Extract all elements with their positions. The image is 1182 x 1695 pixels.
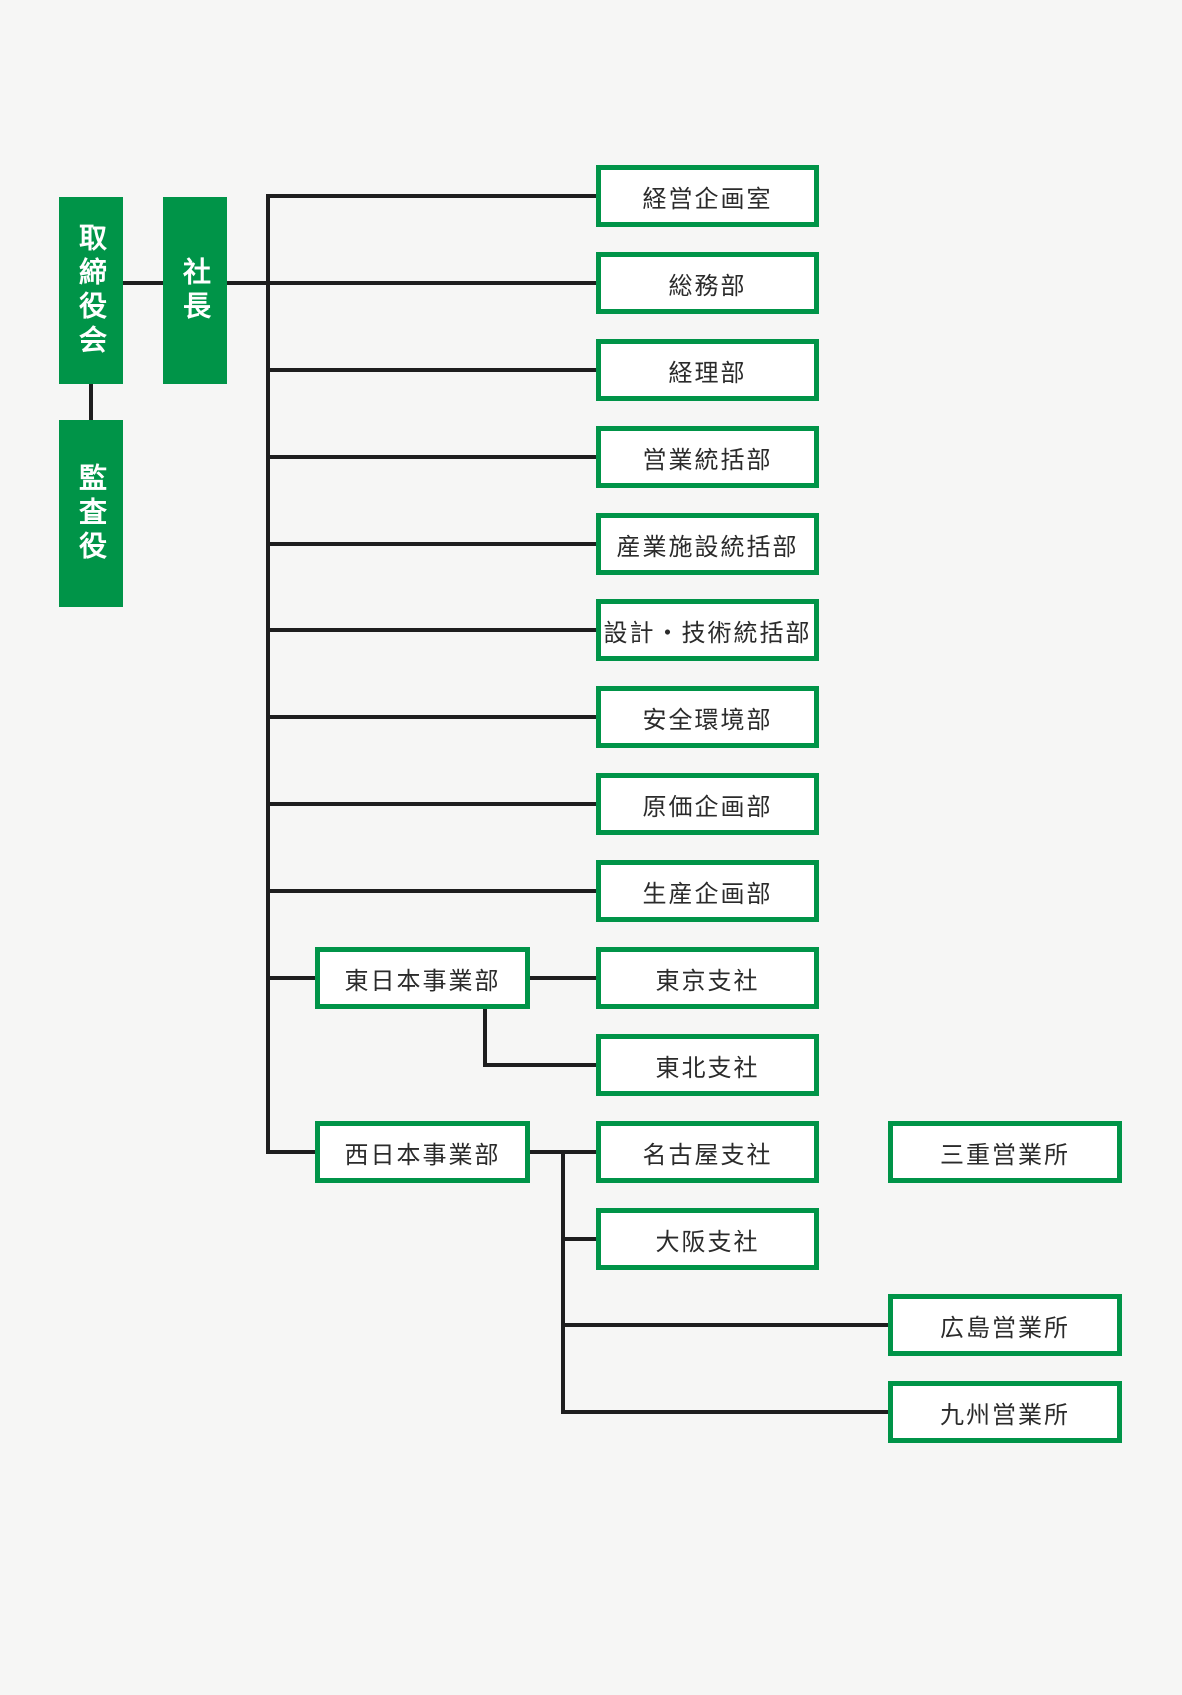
connector-line xyxy=(227,281,596,285)
org-node-label: 設計・技術統括部 xyxy=(603,619,812,647)
connector-line xyxy=(266,1150,315,1154)
connector-line xyxy=(266,455,596,459)
org-node-board-of-directors: 取締役会 xyxy=(59,197,123,384)
org-node-label: 広島営業所 xyxy=(940,1314,1070,1342)
connector-line xyxy=(123,281,163,285)
org-node-label: 西日本事業部 xyxy=(344,1141,501,1169)
org-node-label: 東北支社 xyxy=(655,1054,760,1082)
connector-line xyxy=(266,368,596,372)
org-node-auditor: 監査役 xyxy=(59,420,123,607)
org-node-label: 三重営業所 xyxy=(940,1141,1070,1169)
org-node-label: 総務部 xyxy=(668,272,747,300)
org-node-sales-supervision: 営業統括部 xyxy=(596,426,819,488)
org-node-west-japan-division: 西日本事業部 xyxy=(315,1121,530,1183)
connector-line xyxy=(266,194,596,198)
org-node-label: 東日本事業部 xyxy=(344,967,501,995)
connector-line xyxy=(266,889,596,893)
org-node-hiroshima-sales-office: 広島営業所 xyxy=(888,1294,1122,1356)
org-node-osaka-branch: 大阪支社 xyxy=(596,1208,819,1270)
org-node-label: 大阪支社 xyxy=(655,1228,760,1256)
connector-line xyxy=(266,542,596,546)
org-node-nagoya-branch: 名古屋支社 xyxy=(596,1121,819,1183)
org-node-label: 東京支社 xyxy=(655,967,760,995)
connector-line xyxy=(561,1323,888,1327)
org-node-production-planning: 生産企画部 xyxy=(596,860,819,922)
org-node-label: 名古屋支社 xyxy=(642,1141,773,1169)
org-node-general-affairs: 総務部 xyxy=(596,252,819,314)
org-node-tohoku-branch: 東北支社 xyxy=(596,1034,819,1096)
connector-line xyxy=(266,715,596,719)
org-node-label: 取締役会 xyxy=(76,222,107,359)
connector-line xyxy=(561,1237,596,1241)
connector-line xyxy=(266,802,596,806)
org-node-accounting: 経理部 xyxy=(596,339,819,401)
connector-line xyxy=(89,384,93,420)
connector-line xyxy=(483,1009,487,1067)
connector-line xyxy=(266,194,270,1154)
connector-line xyxy=(530,976,596,980)
org-node-label: 産業施設統括部 xyxy=(616,533,799,561)
org-node-label: 原価企画部 xyxy=(642,793,773,821)
org-node-label: 経営企画室 xyxy=(642,185,773,213)
connector-line xyxy=(266,976,315,980)
org-node-label: 安全環境部 xyxy=(642,706,773,734)
connector-line xyxy=(561,1410,888,1414)
org-node-label: 営業統括部 xyxy=(642,446,773,474)
org-node-tokyo-branch: 東京支社 xyxy=(596,947,819,1009)
org-node-label: 生産企画部 xyxy=(642,880,773,908)
org-node-label: 監査役 xyxy=(76,462,107,565)
org-node-corporate-planning: 経営企画室 xyxy=(596,165,819,227)
org-node-label: 社長 xyxy=(180,256,211,325)
org-node-mie-sales-office: 三重営業所 xyxy=(888,1121,1122,1183)
org-node-east-japan-division: 東日本事業部 xyxy=(315,947,530,1009)
org-node-kyushu-sales-office: 九州営業所 xyxy=(888,1381,1122,1443)
org-node-label: 九州営業所 xyxy=(940,1401,1070,1429)
org-node-design-technology: 設計・技術統括部 xyxy=(596,599,819,661)
org-node-president: 社長 xyxy=(163,197,227,384)
org-node-label: 経理部 xyxy=(668,359,747,387)
org-node-safety-environment: 安全環境部 xyxy=(596,686,819,748)
connector-line xyxy=(561,1150,565,1414)
org-node-industrial-facilities: 産業施設統括部 xyxy=(596,513,819,575)
org-node-cost-planning: 原価企画部 xyxy=(596,773,819,835)
connector-line xyxy=(483,1063,596,1067)
connector-line xyxy=(266,628,596,632)
